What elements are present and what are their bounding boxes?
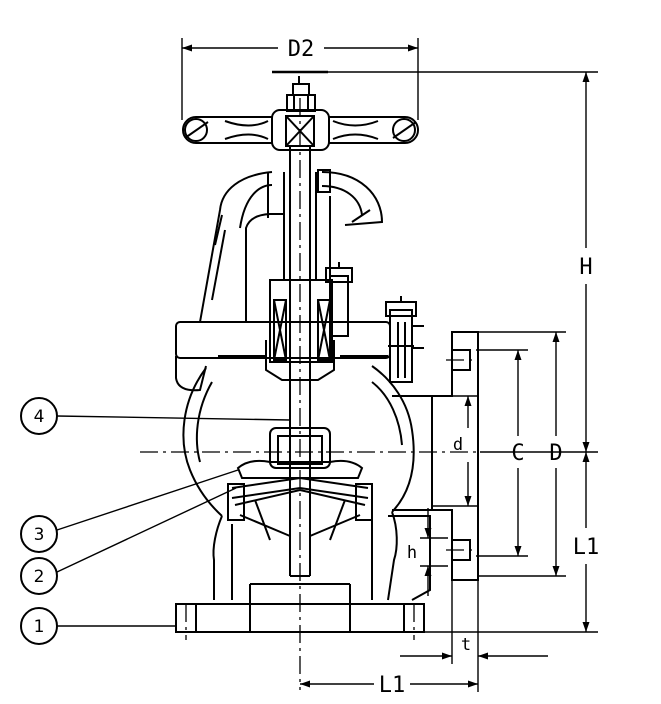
dim-label-l1-vertical: L1 — [573, 535, 600, 560]
balloon-2: 2 — [20, 487, 237, 595]
dim-label-t: t — [461, 635, 471, 655]
balloon-1-label: 1 — [34, 617, 45, 637]
valve-body — [175, 331, 479, 633]
yoke — [175, 169, 424, 392]
balloon-1: 1 — [20, 607, 176, 645]
balloon-4-label: 4 — [34, 407, 45, 427]
dim-label-h: H — [579, 255, 592, 280]
dim-label-h-small: h — [407, 543, 417, 563]
dim-label-c: C — [511, 441, 524, 466]
center-lines — [140, 98, 480, 690]
dim-label-l1-horizontal: L1 — [379, 673, 406, 698]
balloon-2-label: 2 — [34, 567, 45, 587]
dimension-lines — [181, 38, 598, 692]
balloon-3-label: 3 — [34, 525, 45, 545]
dim-label-d-flange: D — [549, 441, 562, 466]
dim-label-d2: D2 — [288, 37, 315, 62]
dim-label-d-bore: d — [453, 435, 463, 455]
balloon-3: 3 — [20, 469, 239, 553]
balloon-4: 4 — [20, 397, 291, 435]
